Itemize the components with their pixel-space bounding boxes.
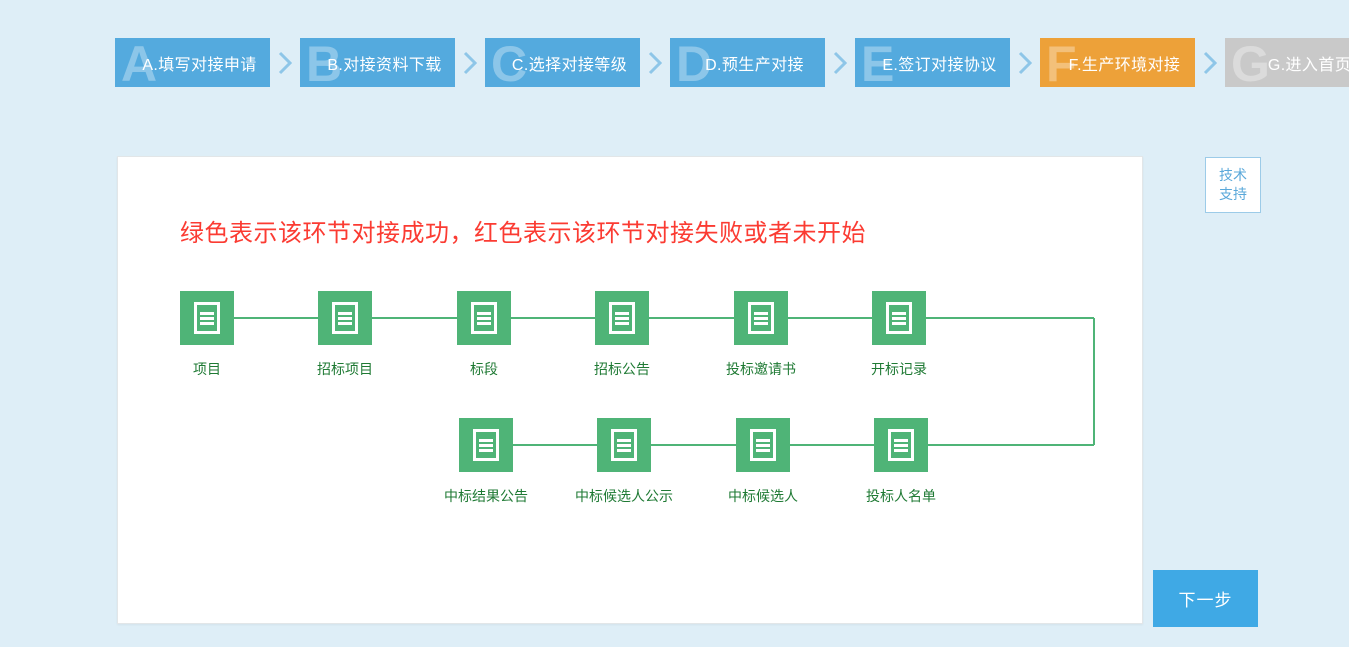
- flow-node[interactable]: [457, 291, 511, 345]
- step-tab-label: F.生产环境对接: [1068, 56, 1181, 74]
- flow-node-label: 投标邀请书: [726, 361, 796, 377]
- flow-node-label: 中标候选人公示: [575, 488, 673, 504]
- step-separator-1: [270, 50, 300, 76]
- chevron-right-icon: [1018, 51, 1033, 74]
- document-icon: [332, 302, 358, 334]
- document-icon: [194, 302, 220, 334]
- step-separator-6: [1195, 50, 1225, 76]
- chevron-right-icon: [833, 51, 848, 74]
- tech-support-button[interactable]: 技术 支持: [1205, 157, 1261, 213]
- next-step-button[interactable]: 下一步: [1153, 570, 1258, 627]
- flow-node[interactable]: [872, 291, 926, 345]
- step-tab-label: D.预生产对接: [705, 56, 804, 74]
- document-icon: [609, 302, 635, 334]
- flow-node[interactable]: [180, 291, 234, 345]
- flow-node-label: 投标人名单: [866, 488, 936, 504]
- flow-node[interactable]: [736, 418, 790, 472]
- step-separator-2: [455, 50, 485, 76]
- chevron-right-icon: [463, 51, 478, 74]
- flow-node-label: 招标项目: [317, 361, 373, 377]
- flow-node[interactable]: [734, 291, 788, 345]
- step-tab-label: E.签订对接协议: [882, 56, 997, 74]
- document-icon: [886, 302, 912, 334]
- document-icon: [748, 302, 774, 334]
- step-tab-label: C.选择对接等级: [511, 56, 628, 74]
- document-icon: [750, 429, 776, 461]
- flow-node-label: 开标记录: [871, 361, 927, 377]
- step-separator-3: [640, 50, 670, 76]
- document-icon: [611, 429, 637, 461]
- tech-support-line2: 支持: [1219, 186, 1247, 202]
- document-icon: [473, 429, 499, 461]
- flow-node-label: 中标候选人: [728, 488, 798, 504]
- step-tab-label: B.对接资料下载: [327, 56, 442, 74]
- flow-node-label: 招标公告: [594, 361, 650, 377]
- tech-support-line1: 技术: [1219, 167, 1247, 183]
- document-icon: [888, 429, 914, 461]
- flow-node-label: 项目: [193, 361, 221, 377]
- flow-node[interactable]: [459, 418, 513, 472]
- step-tab-label: A.填写对接申请: [142, 56, 257, 74]
- step-separator-4: [825, 50, 855, 76]
- flow-node[interactable]: [318, 291, 372, 345]
- next-step-label: 下一步: [1178, 591, 1233, 610]
- document-icon: [471, 302, 497, 334]
- chevron-right-icon: [278, 51, 293, 74]
- flow-node[interactable]: [597, 418, 651, 472]
- chevron-right-icon: [1203, 51, 1218, 74]
- content-card: 绿色表示该环节对接成功，红色表示该环节对接失败或者未开始 项目 招标项目 标段 招标公…: [117, 156, 1143, 624]
- legend-notice: 绿色表示该环节对接成功，红色表示该环节对接失败或者未开始: [180, 220, 866, 247]
- flow-node-label: 标段: [470, 361, 498, 377]
- flow-node-label: 中标结果公告: [444, 488, 528, 504]
- step-tab-label: G.进入首页: [1267, 56, 1349, 74]
- chevron-right-icon: [648, 51, 663, 74]
- flow-node[interactable]: [595, 291, 649, 345]
- flow-node[interactable]: [874, 418, 928, 472]
- step-separator-5: [1010, 50, 1040, 76]
